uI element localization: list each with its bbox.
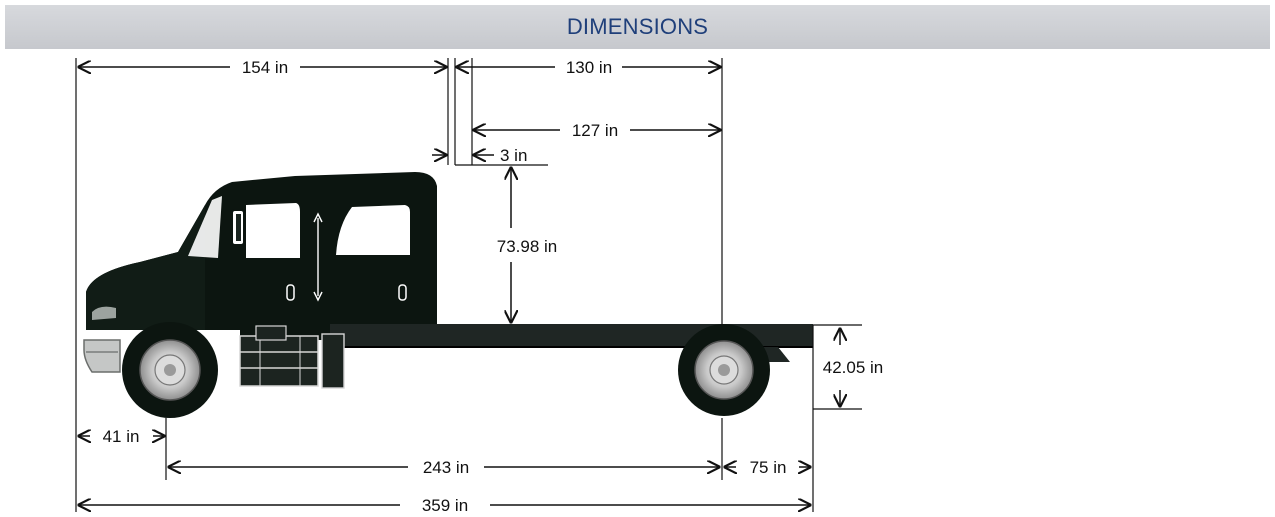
label-3: 3 in: [500, 146, 527, 165]
dim-73-98: 73.98 in: [497, 168, 558, 322]
dim-154: 154 in: [79, 58, 446, 77]
front-wheel: [122, 322, 218, 418]
label-243: 243 in: [423, 458, 469, 477]
dim-41: 41 in: [79, 427, 164, 446]
fuel-tank: [239, 335, 319, 387]
dim-3: 3 in: [432, 146, 527, 165]
extension-lines: [75, 58, 862, 512]
label-41: 41 in: [103, 427, 140, 446]
dim-130: 130 in: [457, 58, 720, 77]
label-130: 130 in: [566, 58, 612, 77]
label-73-98: 73.98 in: [497, 237, 558, 256]
rear-window: [336, 205, 410, 255]
truck-illustration: [83, 172, 813, 418]
dim-127: 127 in: [474, 121, 720, 140]
label-75: 75 in: [750, 458, 787, 477]
dim-75: 75 in: [725, 458, 810, 477]
label-127: 127 in: [572, 121, 618, 140]
rear-wheel: [678, 324, 770, 416]
dim-243: 243 in: [169, 458, 719, 477]
dim-42-05: 42.05 in: [823, 329, 884, 406]
front-window: [246, 203, 300, 258]
label-154: 154 in: [242, 58, 288, 77]
label-42-05: 42.05 in: [823, 358, 884, 377]
header-bar: DIMENSIONS: [5, 5, 1270, 49]
front-bumper: [83, 339, 121, 373]
page-title: DIMENSIONS: [566, 14, 709, 39]
dim-359: 359 in: [79, 496, 810, 515]
label-359: 359 in: [422, 496, 468, 515]
